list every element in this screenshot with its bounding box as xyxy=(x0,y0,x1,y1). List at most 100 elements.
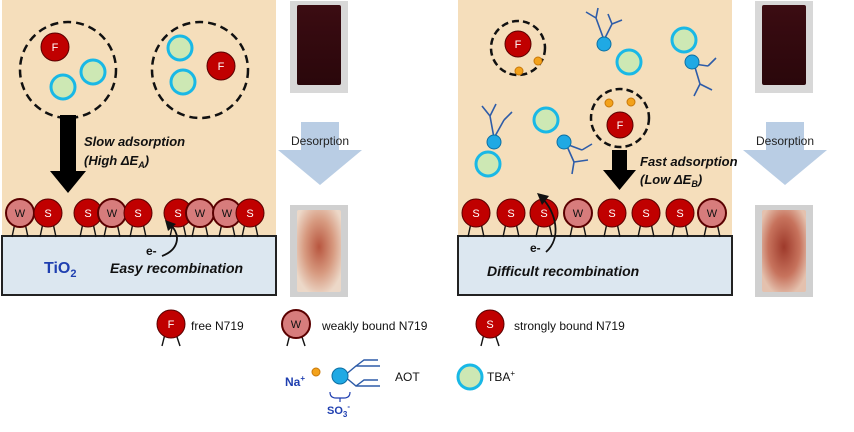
slow-adsorption-label: Slow adsorption xyxy=(84,134,185,149)
svg-text:S: S xyxy=(540,208,547,220)
micelle-dashed-circle xyxy=(589,87,651,149)
svg-text:S: S xyxy=(174,208,181,220)
strongly-bound-dye: S xyxy=(597,198,627,238)
right-photo-after xyxy=(755,205,813,297)
right-electron-label: e- xyxy=(530,241,541,255)
strongly-bound-dye: S xyxy=(496,198,526,238)
legend-tba-label: TBA+ xyxy=(487,369,515,384)
right-tio2-substrate xyxy=(457,235,733,296)
left-electron-label: e- xyxy=(146,244,157,258)
svg-text:F: F xyxy=(168,319,175,331)
svg-text:W: W xyxy=(15,208,26,220)
legend-na-label: Na+ xyxy=(285,374,305,389)
tba-ion xyxy=(615,48,643,76)
left-photo-after xyxy=(290,205,348,297)
left-recombination-arrowhead xyxy=(165,220,176,231)
svg-text:S: S xyxy=(608,208,615,220)
na-ion xyxy=(626,97,636,107)
weakly-bound-dye: W xyxy=(563,198,593,238)
right-desorption-arrow xyxy=(743,122,827,185)
legend-aot-molecule xyxy=(329,359,380,402)
svg-text:S: S xyxy=(134,208,141,220)
legend-aot-label: AOT xyxy=(395,370,420,384)
svg-text:W: W xyxy=(573,208,584,220)
high-delta-e-label: (High ΔEA) xyxy=(84,153,149,170)
legend-free-dye: F xyxy=(156,309,186,347)
legend-free-label: free N719 xyxy=(191,319,244,333)
slow-adsorption-arrow xyxy=(50,115,86,193)
right-desorption-label: Desorption xyxy=(756,134,814,148)
right-photo-before xyxy=(755,1,813,93)
na-ion xyxy=(514,66,524,76)
strongly-bound-dye: S xyxy=(461,198,491,238)
legend-strong-dye: S xyxy=(475,309,505,347)
free-dye: F xyxy=(206,51,236,81)
micelle-dashed-circle xyxy=(18,20,118,120)
tba-ion xyxy=(670,26,698,54)
strongly-bound-dye: S xyxy=(665,198,695,238)
weakly-bound-dye: W xyxy=(212,198,242,238)
svg-text:S: S xyxy=(84,208,91,220)
svg-text:F: F xyxy=(617,120,624,132)
svg-text:F: F xyxy=(515,39,522,51)
legend-so3-label: SO3- xyxy=(327,402,350,419)
strongly-bound-dye: S xyxy=(529,198,559,238)
left-tio2-substrate xyxy=(1,235,277,296)
aot-molecule xyxy=(481,103,513,150)
free-dye: F xyxy=(504,30,532,58)
fast-adsorption-arrow xyxy=(603,150,636,190)
na-ion xyxy=(533,56,543,66)
legend-tba-ion xyxy=(456,363,484,391)
legend-weak-dye: W xyxy=(281,309,311,347)
legend-weak-label: weakly bound N719 xyxy=(321,319,428,333)
easy-recombination-label: Easy recombination xyxy=(110,260,243,276)
svg-text:S: S xyxy=(642,208,649,220)
fast-adsorption-label: Fast adsorption xyxy=(640,154,738,169)
right-recombination-arrowhead xyxy=(537,193,549,205)
svg-text:S: S xyxy=(44,208,51,220)
strongly-bound-dye: S xyxy=(73,198,103,238)
svg-text:S: S xyxy=(676,208,683,220)
svg-text:W: W xyxy=(291,319,302,331)
svg-text:F: F xyxy=(218,61,225,73)
tba-ion xyxy=(49,73,77,101)
na-ion xyxy=(604,98,614,108)
svg-text:S: S xyxy=(486,319,493,331)
low-delta-e-label: (Low ΔEB) xyxy=(640,172,702,189)
tba-ion xyxy=(79,58,107,86)
tba-ion xyxy=(532,106,560,134)
strongly-bound-dye: S xyxy=(163,198,193,238)
aot-molecule xyxy=(585,7,623,52)
difficult-recombination-label: Difficult recombination xyxy=(487,263,639,279)
svg-text:W: W xyxy=(195,208,206,220)
aot-molecule xyxy=(556,134,593,175)
free-dye: F xyxy=(606,111,634,139)
tba-ion xyxy=(474,150,502,178)
left-desorption-label: Desorption xyxy=(291,134,349,148)
strongly-bound-dye: S xyxy=(631,198,661,238)
left-desorption-arrow xyxy=(278,122,362,185)
right-panel: F F xyxy=(457,0,738,296)
svg-text:W: W xyxy=(707,208,718,220)
legend: F free N719 W weakly bound N719 S strong… xyxy=(156,309,625,419)
tba-ion xyxy=(166,34,194,62)
svg-text:S: S xyxy=(246,208,253,220)
legend-na-ion xyxy=(311,367,321,377)
aot-molecule xyxy=(684,54,717,97)
micelle-dashed-circle xyxy=(489,19,547,77)
strongly-bound-dye: S xyxy=(123,198,153,238)
legend-strong-label: strongly bound N719 xyxy=(514,319,625,333)
free-dye: F xyxy=(40,32,70,62)
micelle-dashed-circle xyxy=(150,20,250,120)
left-photo-before xyxy=(290,1,348,93)
tio2-label: TiO2 xyxy=(44,260,77,280)
right-recombination-arrow xyxy=(541,197,557,253)
strongly-bound-dye: S xyxy=(33,198,63,238)
svg-text:F: F xyxy=(52,42,59,54)
svg-text:S: S xyxy=(472,208,479,220)
